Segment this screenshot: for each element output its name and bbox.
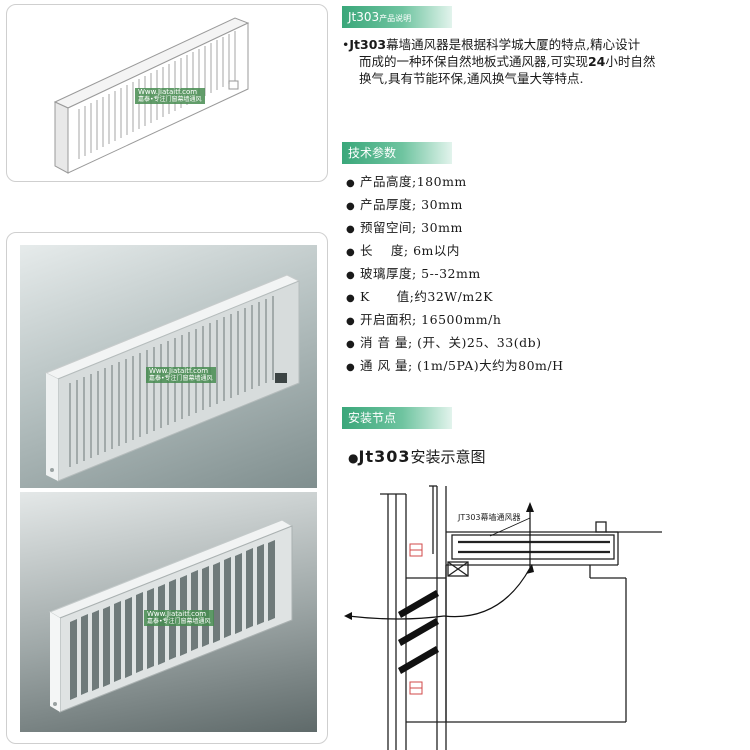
spec-item: ● 预留空间; 30mm xyxy=(346,216,746,239)
install-diagram-title-text: 安装示意图 xyxy=(410,448,486,466)
bullet-dot: ● xyxy=(346,247,356,258)
bullet-dot: ● xyxy=(346,178,356,189)
spec-item-text: K 值;约32W/m2K xyxy=(360,289,493,304)
install-diagram: JT303幕墙通风器 xyxy=(340,472,750,750)
spec-item-text: 开启面积; 16500mm/h xyxy=(360,312,502,327)
product-photos-card: Www.Jiataitf.com 嘉泰•专注门窗幕墙通风 xyxy=(6,232,328,744)
bullet-dot: • xyxy=(342,37,350,52)
product-intro-heading-sub: 产品说明 xyxy=(379,14,412,23)
spec-item: ● 产品厚度; 30mm xyxy=(346,193,746,216)
bullet-dot: ● xyxy=(346,270,356,281)
spec-item-text: 产品高度;180mm xyxy=(360,174,467,189)
diagram-callout-label: JT303幕墙通风器 xyxy=(458,513,521,522)
spec-item: ● K 值;约32W/m2K xyxy=(346,285,746,308)
product-line-drawing-card: Www.Jiataitf.com 嘉泰•专注门窗幕墙通风 xyxy=(6,4,328,182)
intro-line-bold: Jt303 xyxy=(349,37,387,52)
bullet-dot: ● xyxy=(348,451,359,465)
intro-line: •Jt303幕墙通风器是根据科学城大厦的特点,精心设计 xyxy=(342,36,742,53)
intro-line-text: 小时自然 xyxy=(605,54,656,69)
product-intro-heading: Jt303产品说明 xyxy=(342,6,452,28)
watermark: Www.Jiataitf.com 嘉泰•专注门窗幕墙通风 xyxy=(144,610,214,626)
bullet-dot: ● xyxy=(346,224,356,235)
spec-item-text: 产品厚度; 30mm xyxy=(360,197,463,212)
intro-line: 而成的一种环保自然地板式通风器,可实现24小时自然 xyxy=(342,53,742,70)
watermark: Www.Jiataitf.com 嘉泰•专注门窗幕墙通风 xyxy=(135,88,205,104)
watermark-site: Www.Jiataitf.com xyxy=(149,367,209,375)
spec-item-text: 预留空间; 30mm xyxy=(360,220,463,235)
install-diagram-title-bold: Jt303 xyxy=(358,447,411,466)
watermark-caption: 嘉泰•专注门窗幕墙通风 xyxy=(138,96,202,103)
watermark-site: Www.Jiataitf.com xyxy=(147,610,207,618)
tech-spec-heading-text: 技术参数 xyxy=(348,146,397,160)
install-diagram-title: ●Jt303安装示意图 xyxy=(348,446,486,467)
install-section-drawing xyxy=(344,485,662,750)
bullet-dot: ● xyxy=(346,293,356,304)
spec-item-text: 玻璃厚度; 5--32mm xyxy=(360,266,481,281)
bullet-dot: ● xyxy=(346,362,356,373)
spec-item: ● 消 音 量; (开、关)25、33(db) xyxy=(346,331,746,354)
spec-item-text: 长 度; 6m以内 xyxy=(360,243,460,258)
spec-item: ● 产品高度;180mm xyxy=(346,170,746,193)
spec-item: ● 开启面积; 16500mm/h xyxy=(346,308,746,331)
watermark-caption: 嘉泰•专注门窗幕墙通风 xyxy=(149,375,213,382)
intro-line-text: 换气,具有节能环保,通风换气量大等特点. xyxy=(359,71,584,86)
intro-line: 换气,具有节能环保,通风换气量大等特点. xyxy=(342,70,742,87)
tech-spec-list: ● 产品高度;180mm ● 产品厚度; 30mm ● 预留空间; 30mm ● 长 度… xyxy=(346,170,746,377)
spec-item: ● 通 风 量; (1m/5PA)大约为80m/H xyxy=(346,354,746,377)
spec-item-text: 通 风 量; (1m/5PA)大约为80m/H xyxy=(360,358,564,373)
watermark-caption: 嘉泰•专注门窗幕墙通风 xyxy=(147,618,211,625)
bullet-dot: ● xyxy=(346,339,356,350)
product-photo-louver-grille: Www.Jiataitf.com 嘉泰•专注门窗幕墙通风 xyxy=(20,492,317,732)
product-photo-vertical-grille: Www.Jiataitf.com 嘉泰•专注门窗幕墙通风 xyxy=(20,245,317,488)
spec-item-text: 消 音 量; (开、关)25、33(db) xyxy=(360,335,542,350)
spec-item: ● 长 度; 6m以内 xyxy=(346,239,746,262)
install-node-heading-text: 安装节点 xyxy=(348,411,397,425)
bullet-dot: ● xyxy=(346,201,356,212)
bullet-dot: ● xyxy=(346,316,356,327)
watermark-site: Www.Jiataitf.com xyxy=(138,88,198,96)
intro-line-text: 而成的一种环保自然地板式通风器,可实现 xyxy=(359,54,588,69)
product-intro-text: •Jt303幕墙通风器是根据科学城大厦的特点,精心设计 而成的一种环保自然地板式… xyxy=(342,36,742,87)
intro-line-bold: 24 xyxy=(587,54,606,69)
install-node-heading: 安装节点 xyxy=(342,407,452,429)
intro-line-text: 幕墙通风器是根据科学城大厦的特点,精心设计 xyxy=(386,37,641,52)
watermark: Www.Jiataitf.com 嘉泰•专注门窗幕墙通风 xyxy=(146,367,216,383)
product-intro-heading-main: Jt303 xyxy=(348,10,380,24)
spec-item: ● 玻璃厚度; 5--32mm xyxy=(346,262,746,285)
tech-spec-heading: 技术参数 xyxy=(342,142,452,164)
